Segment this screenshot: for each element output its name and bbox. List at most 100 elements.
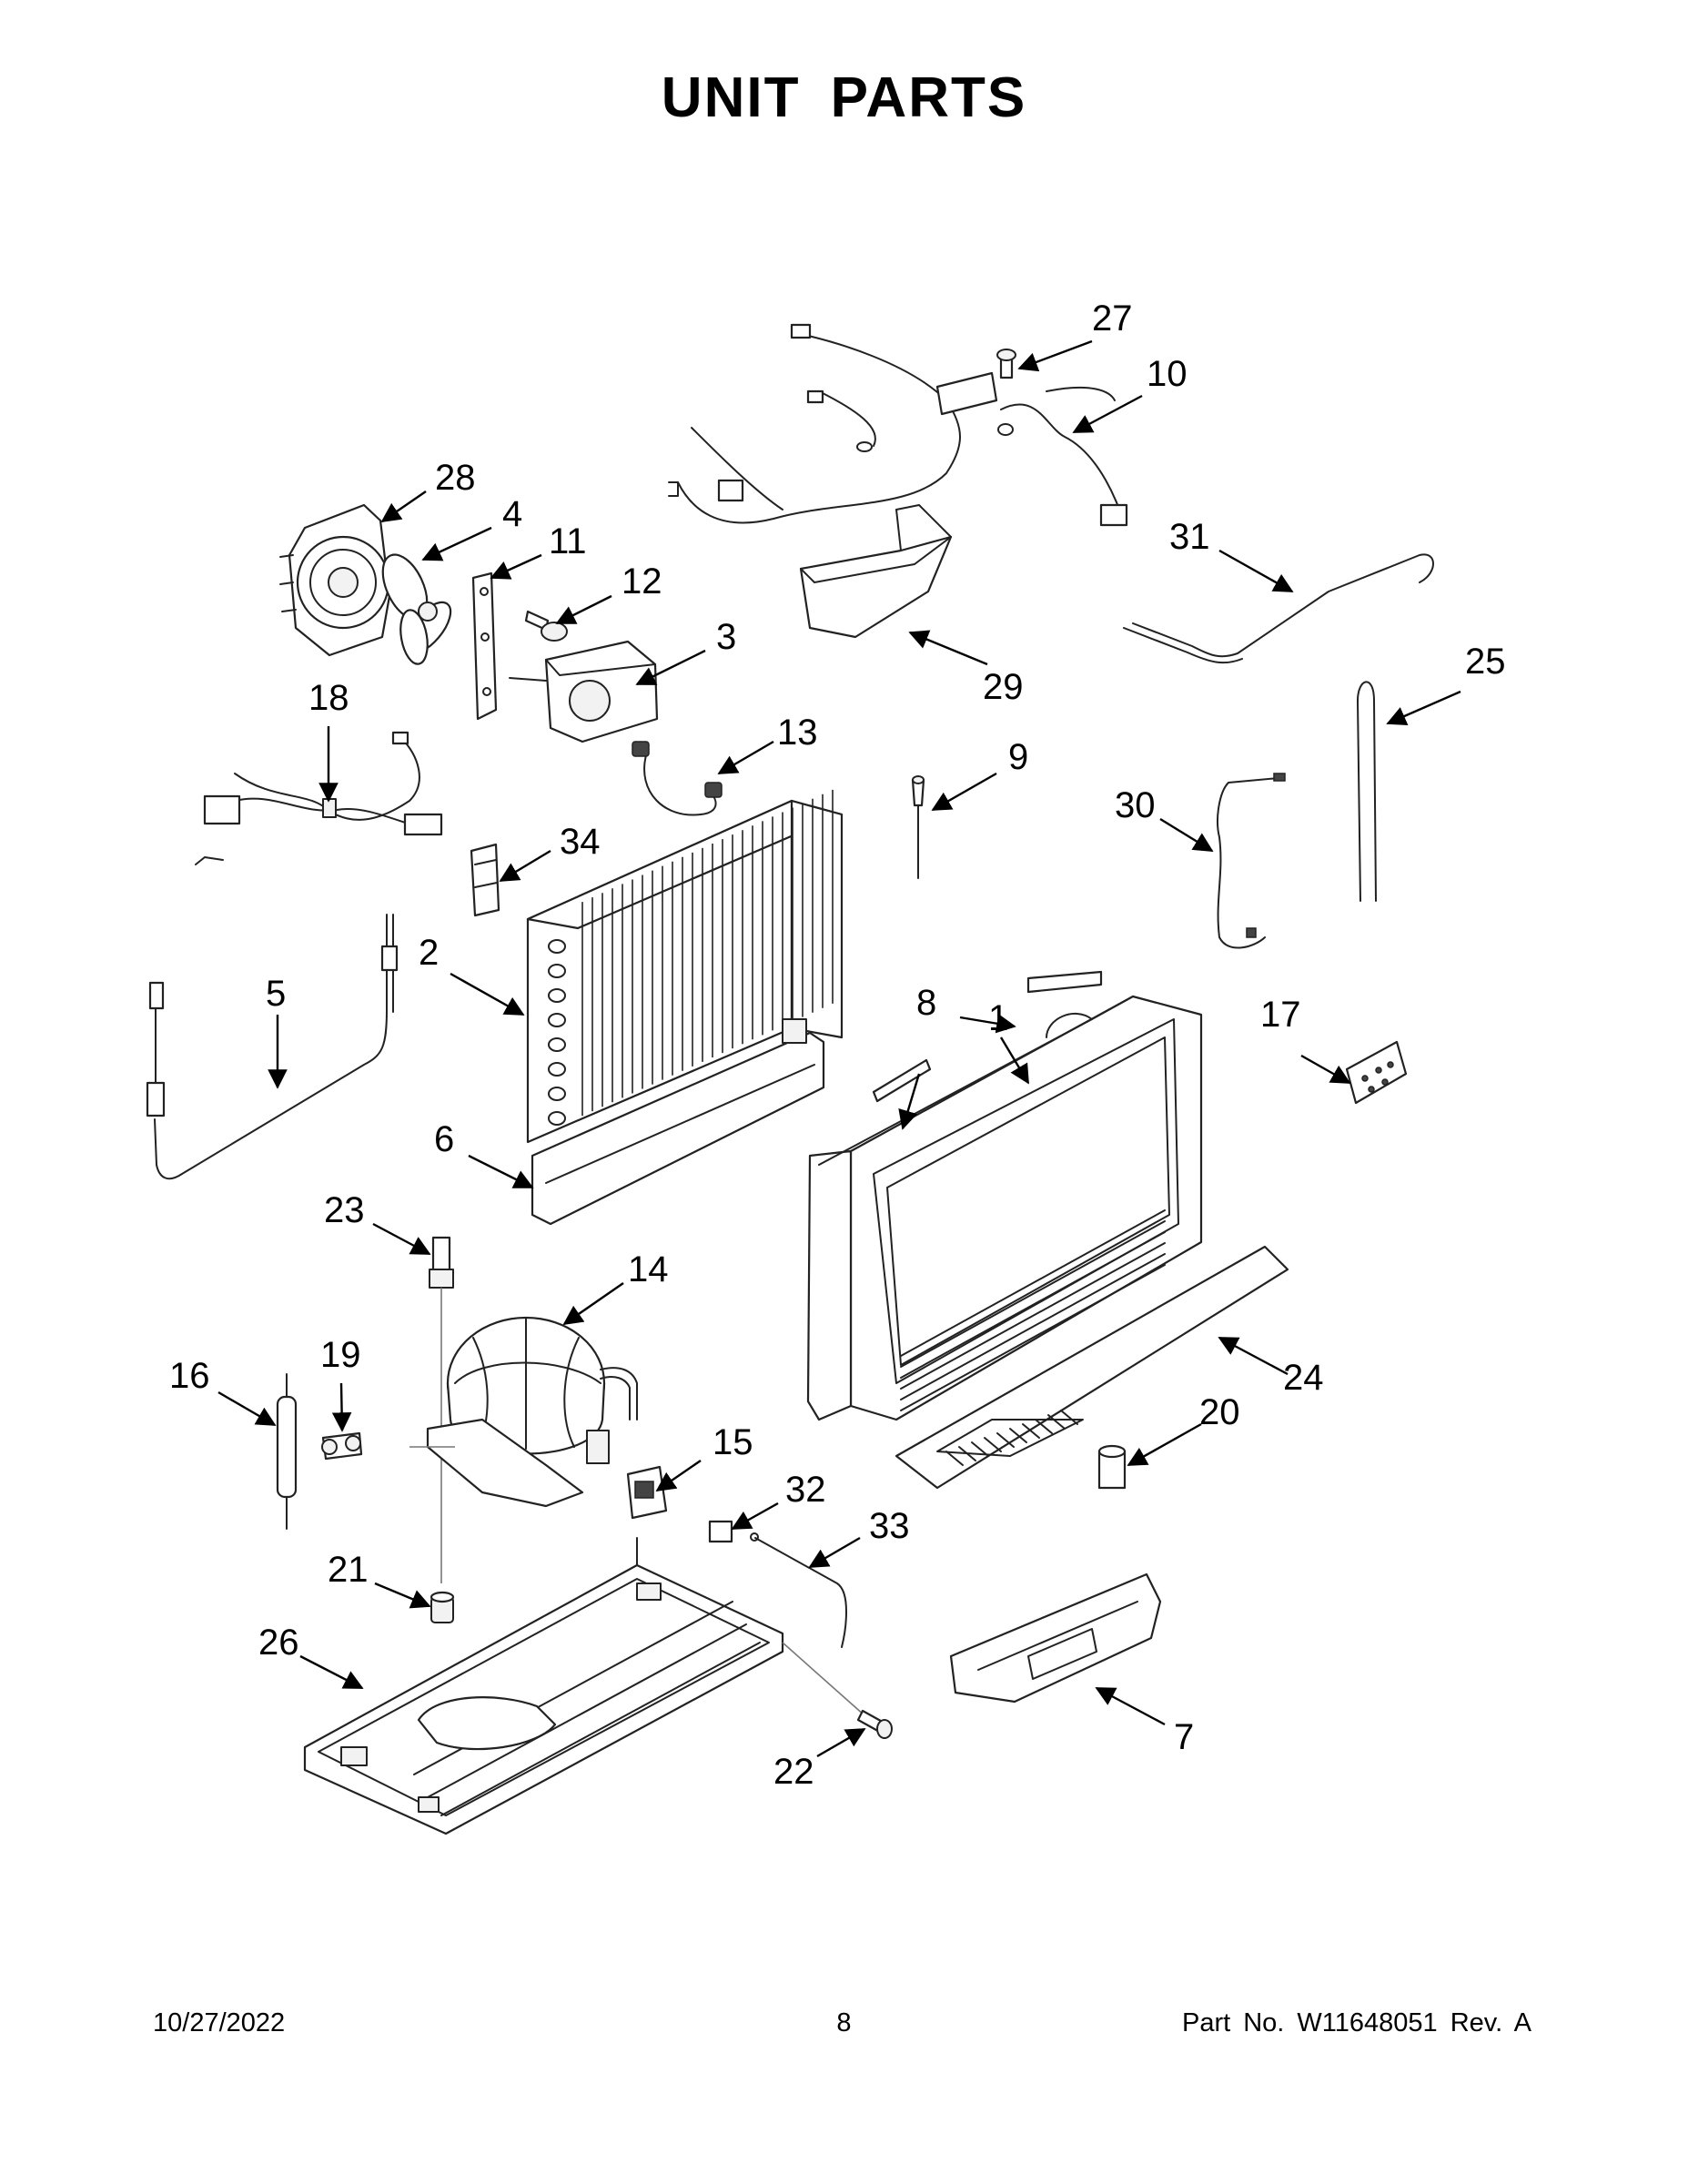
coil-tube-bend (548, 988, 566, 1003)
callout-10: 10 (1147, 354, 1188, 394)
callout-17: 17 (1260, 995, 1301, 1035)
grille-wire (996, 1432, 1015, 1448)
coil-tube-bend (548, 1037, 566, 1052)
leader-34 (499, 849, 551, 883)
leader-24 (1218, 1336, 1289, 1376)
coil-tube-bend (548, 1111, 566, 1126)
fan-motor-part (509, 640, 659, 743)
grille-wire (958, 1446, 976, 1461)
motor-bracket-part (471, 571, 498, 721)
compressor-part (409, 1316, 638, 1508)
footer-page-number: 8 (836, 2008, 852, 2037)
coil-tube-bend (548, 1062, 566, 1077)
leader-8b (898, 1073, 921, 1130)
capacitor-part (1097, 1444, 1127, 1490)
leader-26 (299, 1654, 364, 1690)
leader-31 (1218, 549, 1294, 593)
fan-shroud-part (279, 503, 391, 657)
fan-blade-part (381, 553, 452, 665)
callout-23: 23 (324, 1190, 365, 1230)
leader-9 (931, 772, 997, 812)
sensor-wire-part (146, 914, 399, 1180)
bracket-rod-part (750, 1532, 847, 1648)
callout-27: 27 (1092, 298, 1133, 339)
callout-32: 32 (785, 1470, 826, 1510)
callout-1: 1 (988, 998, 1008, 1038)
callout-15: 15 (713, 1422, 753, 1462)
callout-3: 3 (716, 617, 736, 657)
callout-26: 26 (258, 1623, 299, 1663)
callout-numbers: 27 10 28 4 11 12 3 31 29 25 18 13 9 30 3… (169, 298, 1506, 1792)
grille-wire (1035, 1419, 1053, 1434)
leader-30 (1159, 817, 1214, 853)
grille-wire (1022, 1423, 1040, 1439)
sensor-harness-part (632, 741, 723, 816)
leader-7 (1095, 1686, 1166, 1726)
wire-harness-part (195, 731, 443, 865)
leader-11 (490, 553, 542, 580)
grille-wire (984, 1437, 1002, 1452)
tubing-clip-part (470, 843, 500, 917)
grommet-clip-part (321, 1431, 363, 1461)
callout-30: 30 (1115, 785, 1156, 825)
callout-13: 13 (777, 713, 818, 753)
frame-louvre (900, 1209, 1166, 1357)
leader-20 (1127, 1422, 1202, 1467)
leader-29 (908, 630, 988, 666)
filter-drier-part (276, 1373, 298, 1530)
leader-1 (999, 1036, 1030, 1085)
callout-8: 8 (916, 983, 936, 1023)
gasket-strip-part (872, 970, 1103, 1103)
main-harness-part (668, 323, 1128, 527)
leader-22 (816, 1727, 866, 1758)
frame-louvre (900, 1242, 1166, 1390)
air-duct-part (799, 504, 953, 639)
leader-13 (717, 740, 774, 775)
frame-louvre (900, 1231, 1166, 1379)
callout-25: 25 (1465, 642, 1506, 682)
grille-wire (1060, 1410, 1078, 1425)
callout-5: 5 (266, 974, 286, 1014)
footer-date: 10/27/2022 (153, 2008, 286, 2037)
leader-33 (808, 1536, 861, 1569)
leader-10 (1072, 394, 1143, 434)
leader-8a (959, 1014, 1016, 1034)
callout-24: 24 (1283, 1358, 1324, 1398)
callout-28: 28 (435, 458, 476, 498)
page-title: UNIT PARTS (661, 66, 1027, 129)
callout-11: 11 (549, 521, 587, 561)
coil-tube-bend (548, 939, 566, 954)
mounting-screw-part (996, 349, 1016, 379)
callout-4: 4 (502, 494, 522, 534)
compressor-base-plate-part (303, 1537, 784, 1835)
leader-27 (1017, 339, 1093, 372)
leader-6 (468, 1154, 534, 1189)
control-board-part (1345, 1040, 1408, 1105)
bolt-part (782, 1642, 893, 1739)
callout-7: 7 (1174, 1717, 1194, 1757)
cover-tray-part (949, 1572, 1162, 1704)
grille-wire (1009, 1428, 1027, 1443)
leader-2 (450, 972, 525, 1016)
callout-6: 6 (434, 1119, 454, 1159)
base-grille-part (895, 1245, 1289, 1490)
leader-25 (1386, 690, 1461, 725)
callout-31: 31 (1169, 517, 1210, 557)
leader-14 (562, 1282, 624, 1326)
grille-wire (945, 1451, 964, 1466)
callout-16: 16 (169, 1356, 210, 1396)
leader-12 (555, 594, 612, 625)
frame-louvre (900, 1264, 1166, 1411)
refrigerant-tube-part (1123, 553, 1434, 664)
leader-arrows (217, 339, 1461, 1758)
frame-louvre (900, 1220, 1166, 1368)
screw-part (524, 610, 568, 642)
leader-19 (331, 1382, 352, 1432)
leader-28 (380, 490, 427, 523)
leader-17 (1300, 1054, 1351, 1085)
callout-21: 21 (328, 1550, 369, 1590)
capillary-tube-part (1217, 773, 1286, 949)
callout-22: 22 (773, 1752, 814, 1792)
callout-19: 19 (320, 1335, 361, 1375)
